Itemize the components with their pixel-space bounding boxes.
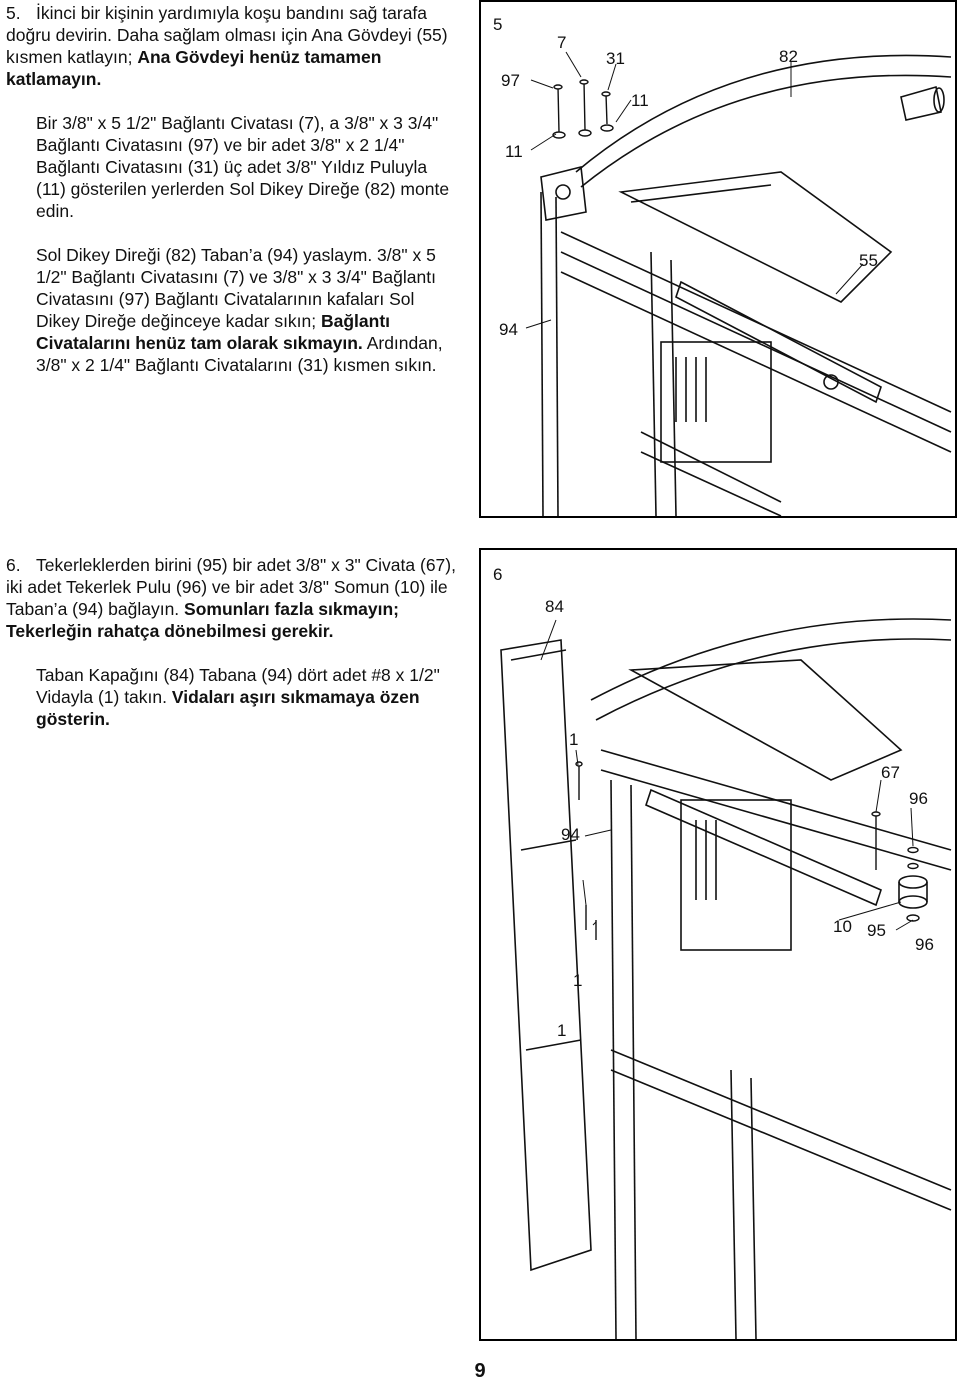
- step-6-number: 6.: [6, 555, 21, 575]
- step-6-paragraph-2: Taban Kapağını (84) Tabana (94) dört ade…: [36, 665, 440, 729]
- callout-1-bottom: 1: [557, 1021, 566, 1040]
- callout-11-left: 11: [505, 142, 523, 161]
- figure-step-5: 5 97 7 31 82 11 11 55 94: [479, 0, 957, 518]
- callout-1-middle: 1: [573, 971, 582, 990]
- callout-31: 31: [606, 49, 625, 68]
- figure-step-6: 6 84 1 67 96 94 10 95 96 1 1: [479, 548, 957, 1341]
- figure-5-step-label: 5: [493, 15, 502, 34]
- step-6-instructions: 6.Tekerleklerden birini (95) bir adet 3/…: [6, 554, 456, 730]
- callout-97: 97: [501, 71, 520, 90]
- step-5-paragraph-2: Bir 3/8" x 5 1/2" Bağlantı Civatası (7),…: [36, 113, 450, 221]
- step-5-paragraph-3: Sol Dikey Direği (82) Taban’a (94) yasla…: [36, 245, 443, 375]
- step-5-paragraph-1: 5.İkinci bir kişinin yardımıyla koşu ban…: [6, 3, 448, 89]
- callout-84: 84: [545, 597, 564, 616]
- step-5-number: 5.: [6, 3, 21, 23]
- step-5-instructions: 5.İkinci bir kişinin yardımıyla koşu ban…: [6, 2, 456, 376]
- callout-94: 94: [499, 320, 518, 339]
- callout-67: 67: [881, 763, 900, 782]
- callout-96-bottom: 96: [915, 935, 934, 954]
- figure-6-step-label: 6: [493, 565, 502, 584]
- callout-11-top: 11: [631, 91, 649, 110]
- step-5-assembly-diagram: 5 97 7 31 82 11 11 55 94: [493, 15, 952, 516]
- callout-10: 10: [833, 917, 852, 936]
- step-6-assembly-diagram: 6 84 1 67 96 94 10 95 96 1 1: [493, 565, 952, 1339]
- page-number: 9: [474, 1360, 486, 1382]
- callout-82: 82: [779, 47, 798, 66]
- callout-55: 55: [859, 251, 878, 270]
- callout-95: 95: [867, 921, 886, 940]
- callout-7: 7: [557, 33, 566, 52]
- callout-96-top: 96: [909, 789, 928, 808]
- callout-94: 94: [561, 825, 580, 844]
- step-6-paragraph-1: 6.Tekerleklerden birini (95) bir adet 3/…: [6, 555, 456, 641]
- callout-1-top: 1: [569, 730, 578, 749]
